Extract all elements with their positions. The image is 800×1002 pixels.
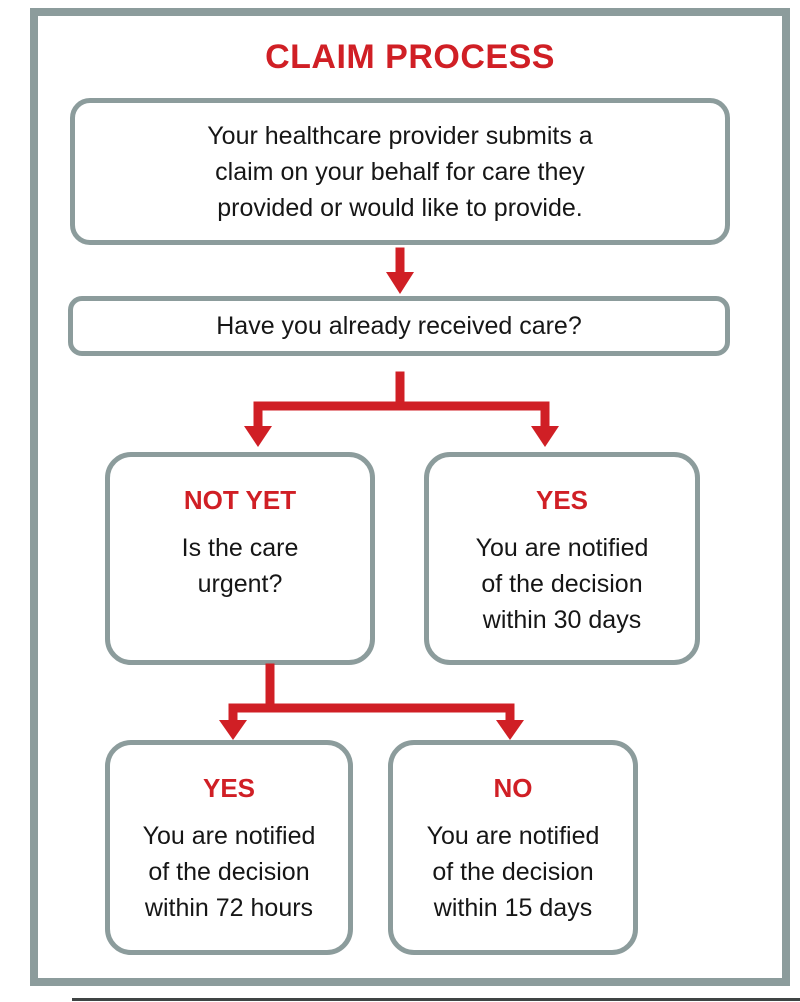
node-not-yet-label: NOT YET: [183, 485, 297, 515]
node-not-yet-text: Is the care urgent?: [181, 534, 299, 598]
diagram-title: CLAIM PROCESS: [265, 38, 555, 76]
node-yes-30-days: YES You are notified of the decision wit…: [424, 452, 700, 665]
node-yes-72-hours-text: You are notified of the decision within …: [142, 822, 316, 922]
node-not-yet: NOT YET Is the care urgent?: [105, 452, 375, 665]
node-received-care-question-text: Have you already received care?: [216, 312, 582, 340]
node-yes-72-hours-label: YES: [202, 773, 256, 803]
bottom-edge-artifact: [72, 998, 800, 1001]
node-no-15-days: NO You are notified of the decision with…: [388, 740, 638, 955]
node-yes-72-hours: YES You are notified of the decision wit…: [105, 740, 353, 955]
node-received-care-question: Have you already received care?: [68, 296, 730, 356]
node-no-15-days-label: NO: [493, 773, 533, 803]
node-provider-submits-claim-text: Your healthcare provider submits a claim…: [207, 121, 593, 222]
node-provider-submits-claim: Your healthcare provider submits a claim…: [70, 98, 730, 245]
node-yes-30-days-text: You are notified of the decision within …: [475, 534, 649, 634]
node-yes-30-days-label: YES: [535, 485, 589, 515]
node-no-15-days-text: You are notified of the decision within …: [426, 822, 600, 922]
